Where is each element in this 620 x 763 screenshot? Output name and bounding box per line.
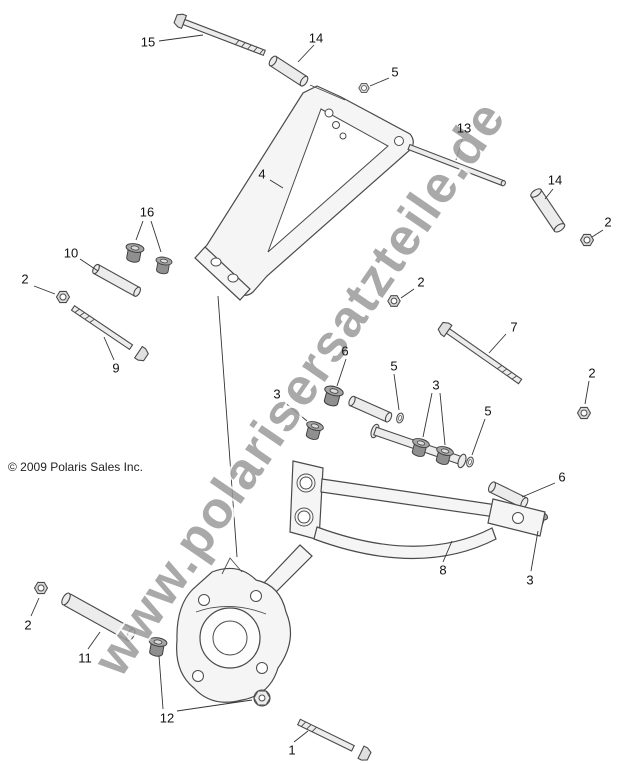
callout-11: 11 [78, 650, 92, 666]
bolt-7 [436, 319, 523, 385]
callout-1: 1 [288, 742, 296, 758]
nut-2-bottom [33, 581, 49, 595]
rod-11 [61, 592, 136, 642]
washer-5-right [465, 455, 475, 469]
callout-13: 13 [456, 120, 472, 136]
callout-2d: 2 [588, 365, 596, 381]
bolt-1 [296, 718, 373, 763]
knuckle [176, 557, 292, 703]
callout-5c: 5 [484, 403, 492, 419]
nut-2-right [576, 406, 592, 420]
callout-2b: 2 [21, 271, 29, 287]
callout-5b: 5 [390, 358, 398, 374]
spacer-mid [348, 395, 393, 423]
callout-2c: 2 [417, 274, 425, 290]
callout-14b: 14 [547, 172, 563, 188]
callout-10: 10 [63, 245, 79, 261]
callout-6a: 6 [341, 343, 349, 359]
callout-4: 4 [258, 166, 266, 182]
bushing-16-b [153, 255, 174, 276]
bolt-9 [70, 304, 151, 364]
nut-5-top [358, 83, 370, 93]
rod-13 [407, 143, 506, 187]
callout-5a: 5 [391, 64, 399, 80]
callout-9: 9 [112, 360, 120, 376]
spacer-14-top [268, 55, 309, 87]
nut-2-right-top [579, 233, 595, 247]
bushing-16-a [123, 241, 146, 265]
washer-5-mid [395, 411, 405, 425]
spacer-14-right [530, 188, 566, 233]
callout-2e: 2 [24, 617, 32, 633]
leader-lines [30, 34, 604, 743]
callout-16: 16 [139, 204, 155, 220]
nut-2-left [55, 290, 71, 304]
callout-2a: 2 [604, 214, 612, 230]
callout-3a: 3 [273, 386, 281, 402]
bolt-15 [172, 11, 266, 57]
spacer-10 [92, 263, 141, 297]
callout-3b: 3 [432, 377, 440, 393]
callout-3c: 3 [526, 572, 534, 588]
callout-7: 7 [510, 319, 518, 335]
lower-control-arm [261, 460, 546, 597]
callout-8: 8 [439, 562, 447, 578]
callout-14a: 14 [308, 30, 324, 46]
plug-12 [253, 689, 271, 707]
callout-12: 12 [159, 710, 175, 726]
callout-15: 15 [140, 34, 156, 50]
copyright-text: © 2009 Polaris Sales Inc. [8, 460, 143, 474]
upper-a-arm [194, 84, 414, 301]
callout-6b: 6 [558, 469, 566, 485]
